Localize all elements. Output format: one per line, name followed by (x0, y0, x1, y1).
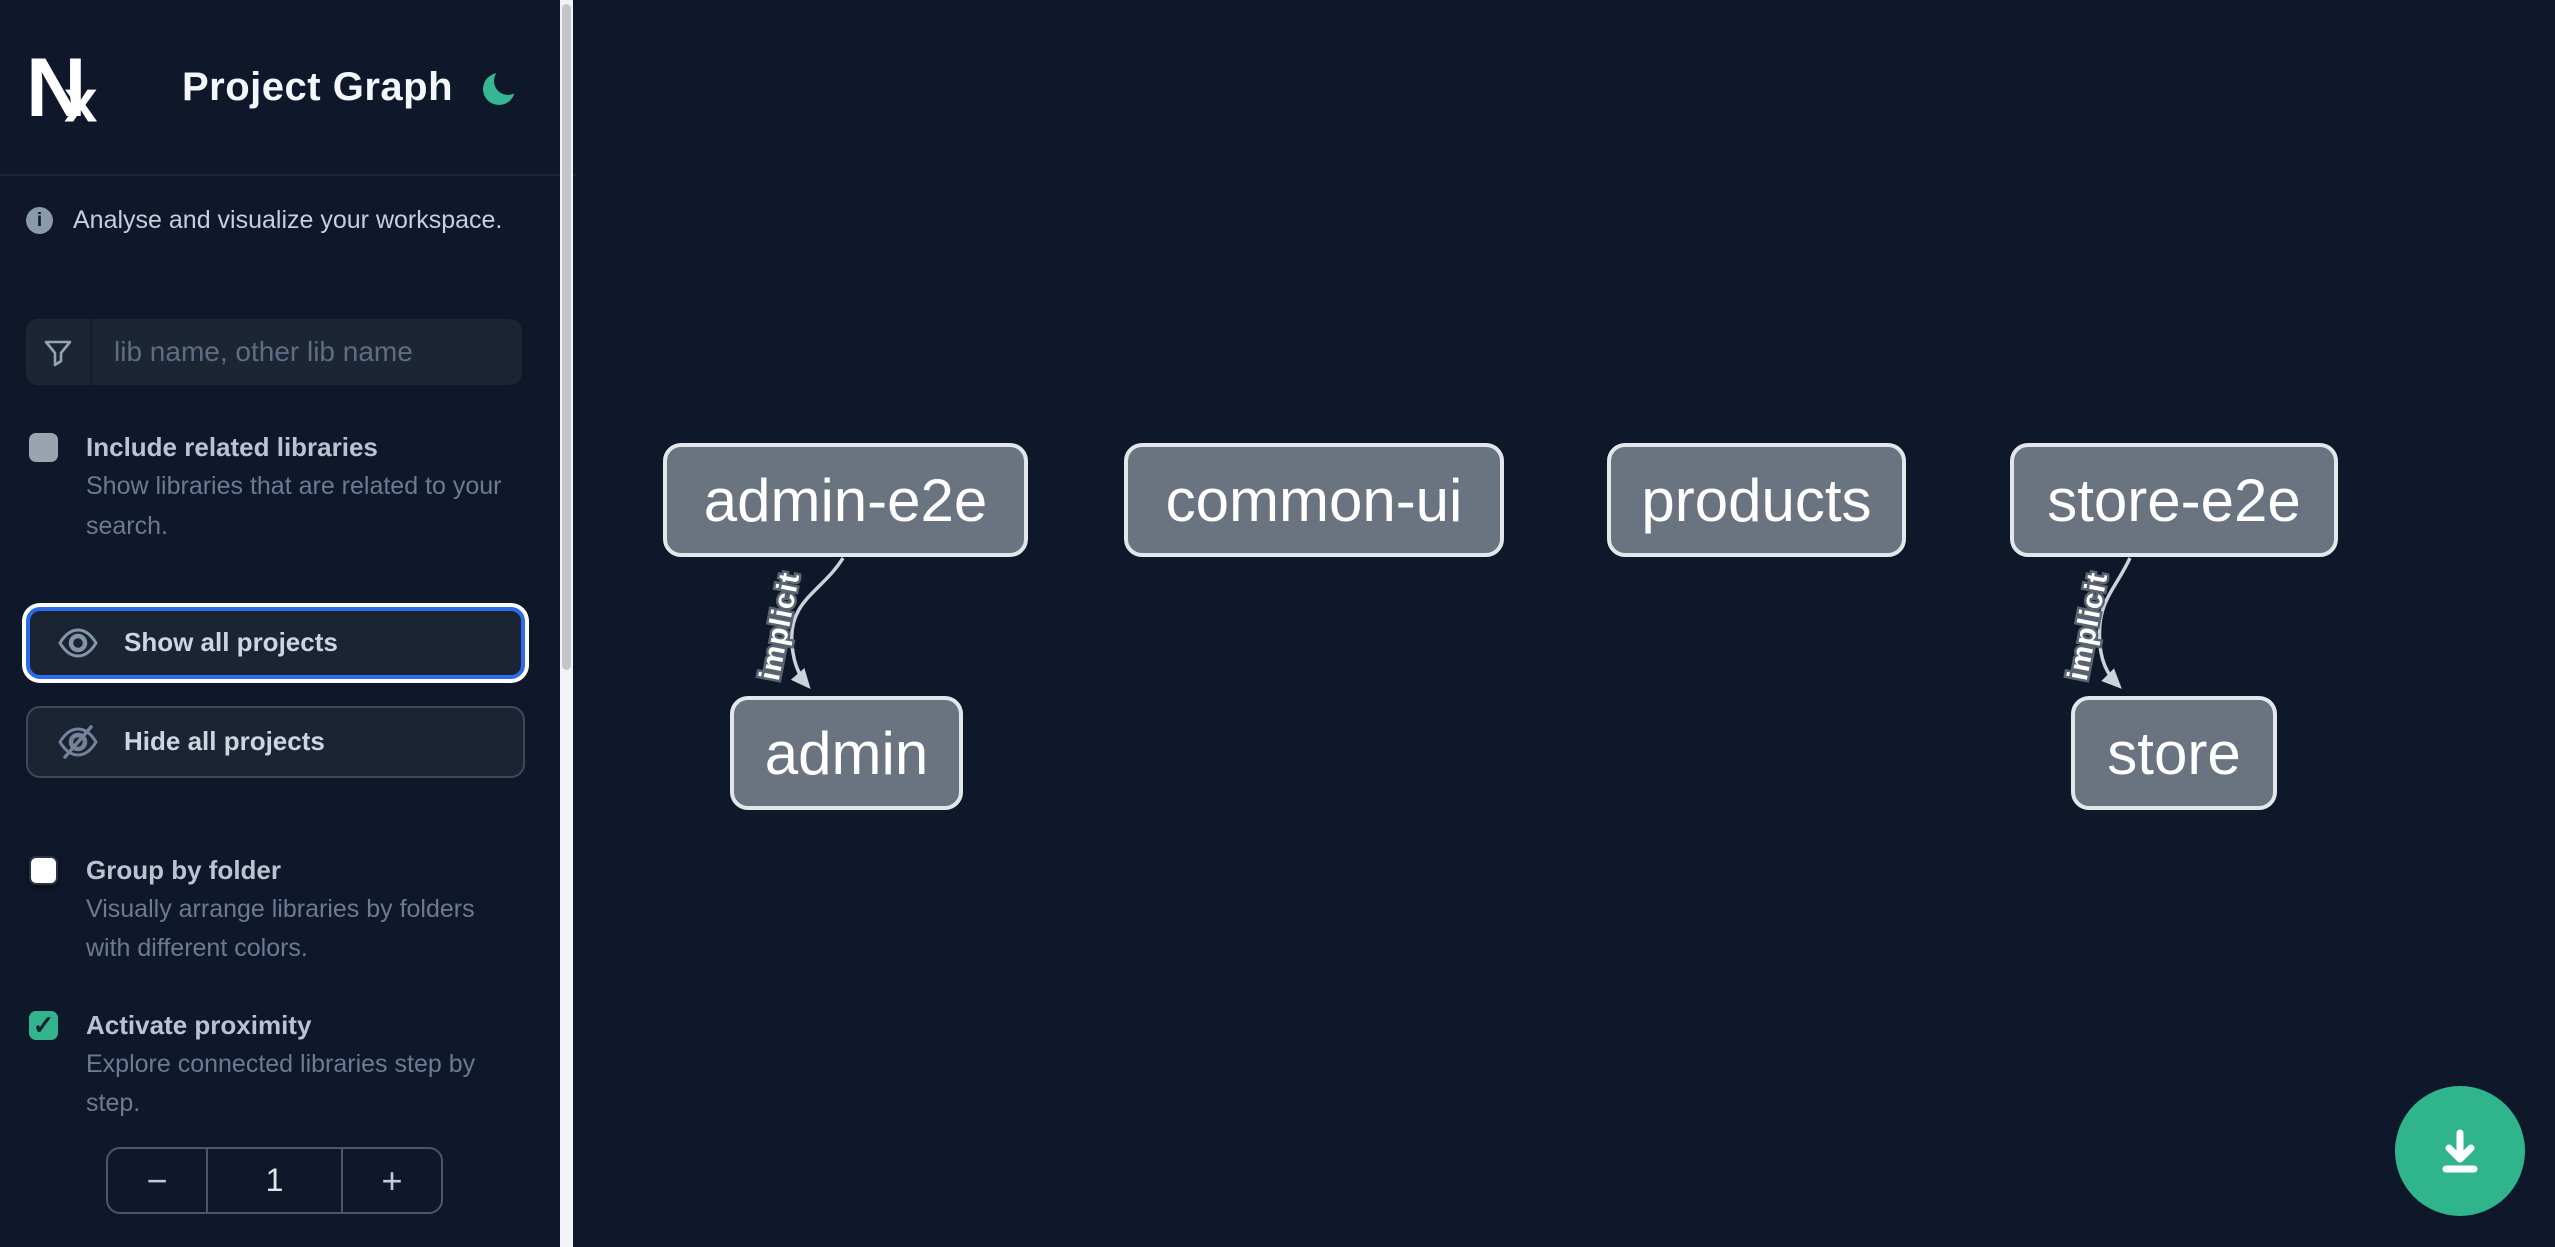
search-input[interactable] (92, 319, 522, 385)
eye-off-icon (58, 725, 98, 759)
toggle-label: Include related libraries (86, 432, 378, 462)
node-store-e2e[interactable]: store-e2e (2010, 443, 2338, 557)
toggle-description: Visually arrange libraries by folders wi… (86, 895, 475, 963)
button-label: Hide all projects (124, 726, 325, 757)
toggle-texts: Activate proximity Explore connected lib… (86, 1005, 506, 1124)
hide-all-projects-button[interactable]: Hide all projects (26, 705, 525, 778)
proximity-stepper: − 1 + (106, 1147, 443, 1215)
node-products[interactable]: products (1607, 443, 1906, 557)
proximity-value[interactable]: 1 (206, 1149, 343, 1213)
node-label: products (1641, 466, 1872, 534)
download-icon (2442, 1129, 2478, 1173)
toggle-include-related-libraries[interactable]: Include related libraries Show libraries… (29, 427, 516, 546)
button-label: Show all projects (124, 627, 338, 658)
info-banner: i Analyse and visualize your workspace. (26, 206, 542, 235)
edge-store-e2e-to-store[interactable]: implicit (2060, 557, 2132, 689)
app-title: Project Graph (182, 64, 454, 109)
toggle-activate-proximity[interactable]: Activate proximity Explore connected lib… (29, 1005, 516, 1124)
node-admin[interactable]: admin (730, 696, 963, 810)
toggle-description: Show libraries that are related to your … (86, 472, 502, 540)
node-label: store-e2e (2047, 466, 2301, 534)
node-store[interactable]: store (2071, 696, 2277, 810)
checkbox-activate-proximity[interactable] (29, 1010, 58, 1040)
toggle-texts: Group by folder Visually arrange librari… (86, 850, 506, 969)
node-common-ui[interactable]: common-ui (1124, 443, 1504, 557)
graph-canvas[interactable]: implicit implicit admin-e2e common-ui pr… (576, 0, 2555, 1247)
nx-logo-icon: N x (26, 45, 98, 129)
moon-icon (483, 67, 522, 105)
proximity-increment-button[interactable]: + (343, 1149, 441, 1212)
checkbox-group-by-folder[interactable] (29, 855, 58, 885)
graph-edges-layer: implicit implicit (752, 557, 2132, 690)
eye-icon (58, 628, 98, 658)
svg-text:x: x (64, 68, 97, 129)
sidebar-scrollbar-track (560, 0, 573, 1247)
edge-admin-e2e-to-admin[interactable]: implicit (752, 557, 845, 690)
checkbox-include-related-libraries[interactable] (29, 433, 58, 462)
funnel-icon (26, 319, 92, 385)
node-label: store (2107, 719, 2241, 787)
toggle-label: Activate proximity (86, 1009, 312, 1040)
info-icon: i (26, 207, 53, 234)
svg-text:N: N (26, 45, 86, 129)
toggle-description: Explore connected libraries step by step… (86, 1049, 476, 1118)
toggle-label: Group by folder (86, 854, 281, 885)
show-all-projects-button[interactable]: Show all projects (26, 606, 525, 679)
node-admin-e2e[interactable]: admin-e2e (663, 443, 1028, 557)
node-label: admin-e2e (703, 466, 988, 534)
theme-toggle-button[interactable] (478, 64, 524, 110)
sidebar-scrollbar-thumb[interactable] (562, 4, 571, 670)
sidebar-header: N x Project Graph (0, 0, 576, 176)
node-label: admin (764, 719, 929, 787)
node-label: common-ui (1165, 466, 1463, 534)
proximity-decrement-button[interactable]: − (108, 1149, 206, 1212)
download-button[interactable] (2395, 1086, 2525, 1216)
toggle-group-by-folder[interactable]: Group by folder Visually arrange librari… (29, 850, 516, 969)
info-text: Analyse and visualize your workspace. (73, 206, 503, 234)
sidebar: N x Project Graph i Analyse and visualiz… (0, 0, 576, 1247)
toggle-texts: Include related libraries Show libraries… (86, 427, 506, 546)
search-filter-box (26, 319, 522, 385)
edge-label: implicit (754, 569, 806, 683)
